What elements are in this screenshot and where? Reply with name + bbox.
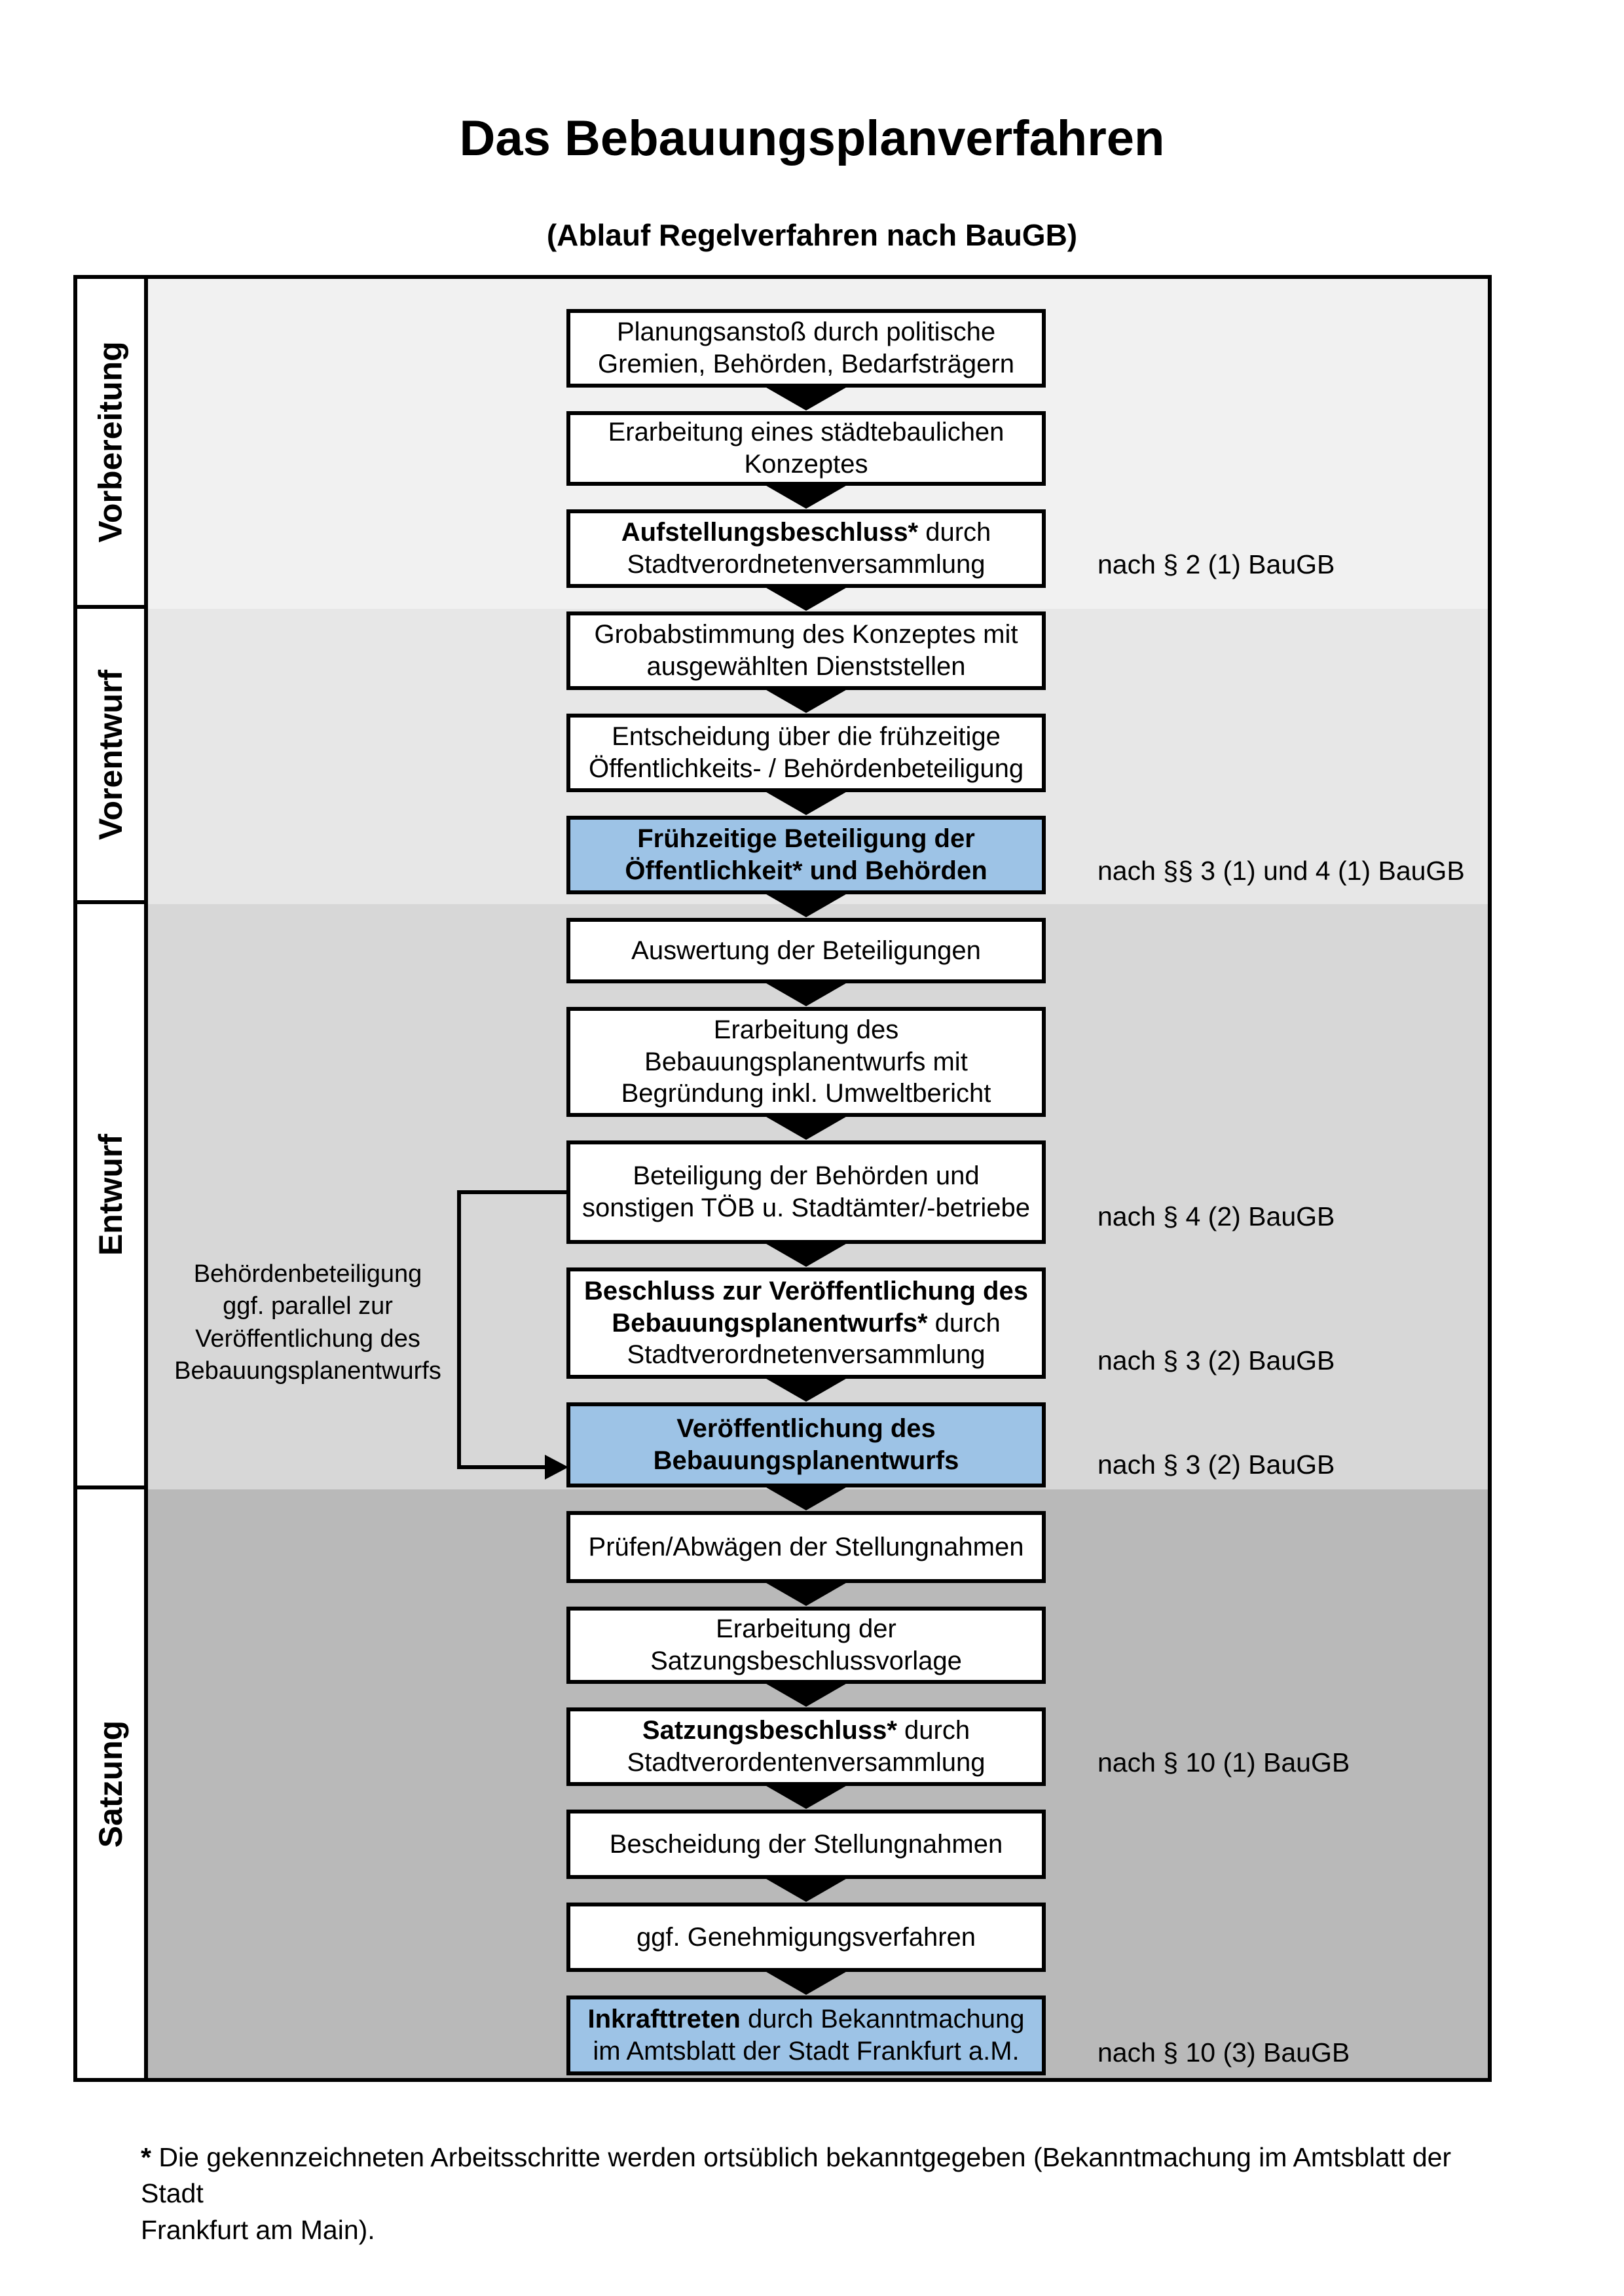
- box-line: Planungsanstoß durch politische: [616, 318, 996, 347]
- flow-arrow-down-icon: [763, 688, 849, 713]
- flow-arrow-down-icon: [763, 1970, 849, 1995]
- box-line: Beschluss zur Veröffentlichung des: [584, 1276, 1028, 1305]
- flow-arrow-down-icon: [763, 386, 849, 410]
- flow-arrow-down-icon: [763, 1581, 849, 1606]
- box-line: Beteiligung der Behörden und: [633, 1161, 980, 1191]
- phase-cell-entwurf: Entwurf: [73, 904, 148, 1489]
- box-line: Erarbeitung des: [713, 1015, 899, 1044]
- flow-arrow-down-icon: [763, 790, 849, 815]
- flow-arrow-down-icon: [763, 981, 849, 1006]
- phase-cell-vorbereitung: Vorbereitung: [73, 275, 148, 609]
- box-line: Satzungsbeschluss* durch: [642, 1716, 970, 1745]
- box-line: Öffentlichkeits- / Behördenbeteiligung: [588, 754, 1024, 783]
- flow-arrow-down-icon: [763, 1485, 849, 1510]
- flow-arrow-down-icon: [763, 484, 849, 509]
- box-line: Stadtverordentenversammlung: [627, 1748, 986, 1777]
- box-line: Satzungsbeschlussvorlage: [650, 1647, 962, 1675]
- box-line: Grobabstimmung des Konzeptes mit: [594, 620, 1018, 649]
- box-line: Bescheidung der Stellungnahmen: [609, 1829, 1003, 1859]
- parallel-connector-arrowhead-icon: [545, 1455, 568, 1480]
- phase-label: Vorbereitung: [92, 341, 130, 543]
- process-box-genehmigungsverfahren: ggf. Genehmigungsverfahren: [566, 1903, 1046, 1972]
- box-line: Erarbeitung eines städtebaulichen: [608, 418, 1005, 447]
- box-line: Auswertung der Beteiligungen: [631, 936, 981, 965]
- legal-ref-inkrafttreten: nach § 10 (3) BauGB: [1098, 2037, 1350, 2068]
- box-line: Prüfen/Abwägen der Stellungnahmen: [588, 1532, 1024, 1561]
- phase-cell-vorentwurf: Vorentwurf: [73, 609, 148, 904]
- box-line: Begründung inkl. Umweltbericht: [621, 1079, 991, 1108]
- footnote: * Die gekennzeichneten Arbeitsschritte w…: [141, 2140, 1503, 2248]
- process-box-bescheidung: Bescheidung der Stellungnahmen: [566, 1810, 1046, 1879]
- footnote-text: Die gekennzeichneten Arbeitsschritte wer…: [141, 2142, 1452, 2245]
- flow-arrow-down-icon: [763, 1242, 849, 1267]
- flow-arrow-down-icon: [763, 1877, 849, 1902]
- footnote-asterisk: *: [141, 2142, 159, 2172]
- box-line: im Amtsblatt der Stadt Frankfurt a.M.: [593, 2037, 1020, 2066]
- box-line: Entscheidung über die frühzeitige: [612, 722, 1001, 752]
- legal-ref-fruehzeitige-beteiligung: nach §§ 3 (1) und 4 (1) BauGB: [1098, 855, 1465, 886]
- box-line: ggf. Genehmigungsverfahren: [636, 1922, 976, 1952]
- phase-label: Entwurf: [92, 1133, 129, 1256]
- box-line: Öffentlichkeit* und Behörden: [625, 856, 987, 885]
- parallel-connector-vertical-line: [457, 1190, 461, 1469]
- process-box-auswertung-beteiligungen: Auswertung der Beteiligungen: [566, 918, 1046, 983]
- box-line: Konzeptes: [744, 450, 868, 479]
- flow-arrow-down-icon: [763, 586, 849, 611]
- legal-ref-aufstellungsbeschluss: nach § 2 (1) BauGB: [1098, 549, 1335, 579]
- legal-ref-veroeffentlichungsbeschluss: nach § 3 (2) BauGB: [1098, 1345, 1335, 1376]
- box-line: Erarbeitung der: [716, 1614, 896, 1644]
- process-box-behoerdenbeteiligung: Beteiligung der Behörden und sonstigen TÖ…: [566, 1140, 1046, 1244]
- box-line: Bebauungsplanentwurfs: [653, 1446, 959, 1475]
- flow-arrow-down-icon: [763, 892, 849, 917]
- box-line: Bebauungsplanentwurfs mit: [644, 1047, 968, 1076]
- box-line: Veröffentlichung des: [676, 1414, 936, 1444]
- flow-arrow-down-icon: [763, 1115, 849, 1140]
- parallel-process-note: Behördenbeteiligung ggf. parallel zur Ve…: [174, 1260, 441, 1385]
- process-box-inkrafttreten: Inkrafttreten durch Bekanntmachung im Amt…: [566, 1995, 1046, 2075]
- process-box-pruefen-abwaegen: Prüfen/Abwägen der Stellungnahmen: [566, 1511, 1046, 1583]
- box-line: Aufstellungsbeschluss* durch: [621, 518, 991, 547]
- phase-cell-satzung: Satzung: [73, 1489, 148, 2082]
- parallel-connector-bottom-line: [457, 1465, 546, 1469]
- process-box-grobabstimmung: Grobabstimmung des Konzeptes mit ausgewäh…: [566, 611, 1046, 690]
- box-line: Bebauungsplanentwurfs* durch: [612, 1308, 1001, 1338]
- legal-ref-behoerdenbeteiligung: nach § 4 (2) BauGB: [1098, 1201, 1335, 1231]
- box-line: Inkrafttreten durch Bekanntmachung: [587, 2005, 1025, 2034]
- page-subtitle: (Ablauf Regelverfahren nach BauGB): [546, 218, 1078, 252]
- flow-arrow-down-icon: [763, 1784, 849, 1809]
- page-title: Das Bebauungsplanverfahren: [459, 111, 1165, 166]
- parallel-connector-top-line: [457, 1190, 566, 1194]
- box-line: sonstigen TÖB u. Stadtämter/-betriebe: [581, 1194, 1031, 1222]
- box-line: Gremien, Behörden, Bedarfsträgern: [598, 350, 1014, 378]
- box-line: Stadtverordnetenversammlung: [627, 550, 986, 579]
- flow-arrow-down-icon: [763, 1377, 849, 1402]
- phase-label: Satzung: [92, 1720, 129, 1848]
- flow-arrow-down-icon: [763, 1682, 849, 1707]
- legal-ref-veroeffentlichung-entwurf: nach § 3 (2) BauGB: [1098, 1449, 1335, 1480]
- phase-label: Vorentwurf: [92, 669, 129, 840]
- box-line: Frühzeitige Beteiligung der: [637, 824, 975, 854]
- legal-ref-satzungsbeschluss: nach § 10 (1) BauGB: [1098, 1747, 1350, 1777]
- box-line: Stadtverordnetenversammlung: [627, 1340, 986, 1370]
- box-line: ausgewählten Dienststellen: [646, 652, 966, 681]
